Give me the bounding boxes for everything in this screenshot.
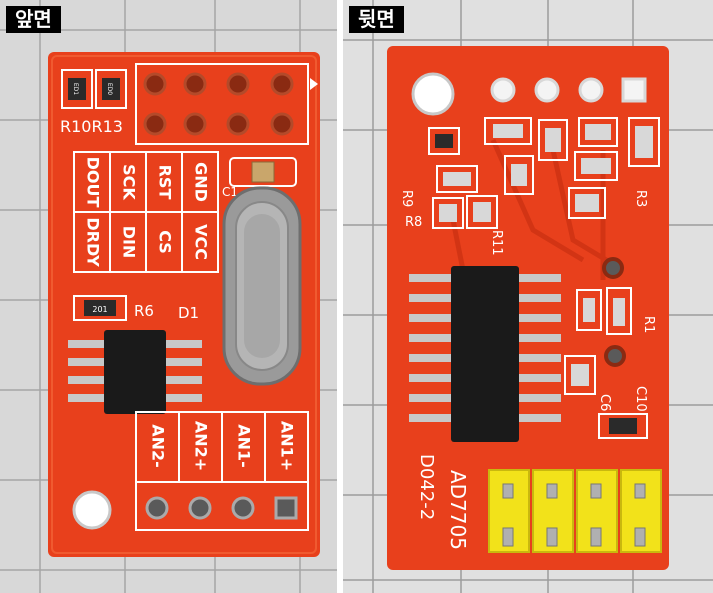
front-photo: ED1 ED0 R10R13 DOUT SCK (0, 0, 337, 593)
pin-label-vcc: VCC (192, 224, 211, 260)
input-label-an2-neg: AN2- (149, 424, 168, 468)
silk-r8: R8 (405, 215, 422, 230)
silk-r11: R11 (489, 230, 504, 256)
silk-d1: D1 (178, 304, 199, 322)
mounting-hole (411, 72, 455, 116)
back-header-pads (490, 77, 647, 103)
input-label-an2-pos: AN2+ (192, 421, 211, 471)
pin-label-din: DIN (120, 226, 139, 259)
pin-label-dout: DOUT (84, 157, 103, 208)
input-label-an1-neg: AN1- (235, 424, 254, 468)
back-label: 뒷면 (349, 6, 404, 33)
r13-code: ED0 (106, 83, 113, 95)
pin-header (488, 469, 662, 553)
silk-r3: R3 (633, 190, 648, 207)
back-pcb: R9 R8 R3 R1 R11 C6 C10 (387, 46, 669, 570)
pin-label-sck: SCK (120, 164, 139, 200)
ad7705-chip (451, 266, 519, 442)
soic8-chip (104, 330, 166, 414)
silk-c10: C10 (633, 386, 648, 412)
smd-components (435, 124, 653, 222)
chip-pins (409, 274, 561, 422)
back-photo: R9 R8 R3 R1 R11 C6 C10 (343, 0, 713, 593)
resistor-r6 (84, 300, 116, 316)
silk-c1: C1 (222, 185, 238, 199)
pin-label-drdy: DRDY (84, 217, 103, 267)
pin-label-cs: CS (156, 230, 175, 254)
silk-r6: R6 (134, 302, 154, 320)
silk-r1: R1 (641, 316, 656, 333)
silk-c6: C6 (597, 394, 612, 411)
front-label: 앞면 (6, 6, 61, 33)
silk-r9: R9 (399, 190, 414, 207)
vias (602, 257, 626, 367)
header-pads (143, 72, 294, 136)
capacitor-c1 (251, 161, 275, 183)
silk-r10r13: R10R13 (60, 117, 123, 136)
pin-label-gnd: GND (192, 162, 211, 202)
chip-pins (68, 340, 202, 402)
input-label-an1-pos: AN1+ (278, 421, 297, 471)
r6-code: 201 (92, 305, 107, 314)
analog-input-pads (145, 496, 298, 520)
pin-label-rst: RST (156, 165, 175, 200)
resistor-r13 (102, 78, 120, 100)
resistor-r10 (68, 78, 86, 100)
mounting-hole (72, 490, 112, 530)
silk-board-id: D042-2 (416, 454, 437, 520)
front-pcb: ED1 ED0 R10R13 DOUT SCK (48, 52, 320, 557)
r10-code: ED1 (72, 83, 79, 95)
silk-chip-name: AD7705 (446, 470, 470, 550)
